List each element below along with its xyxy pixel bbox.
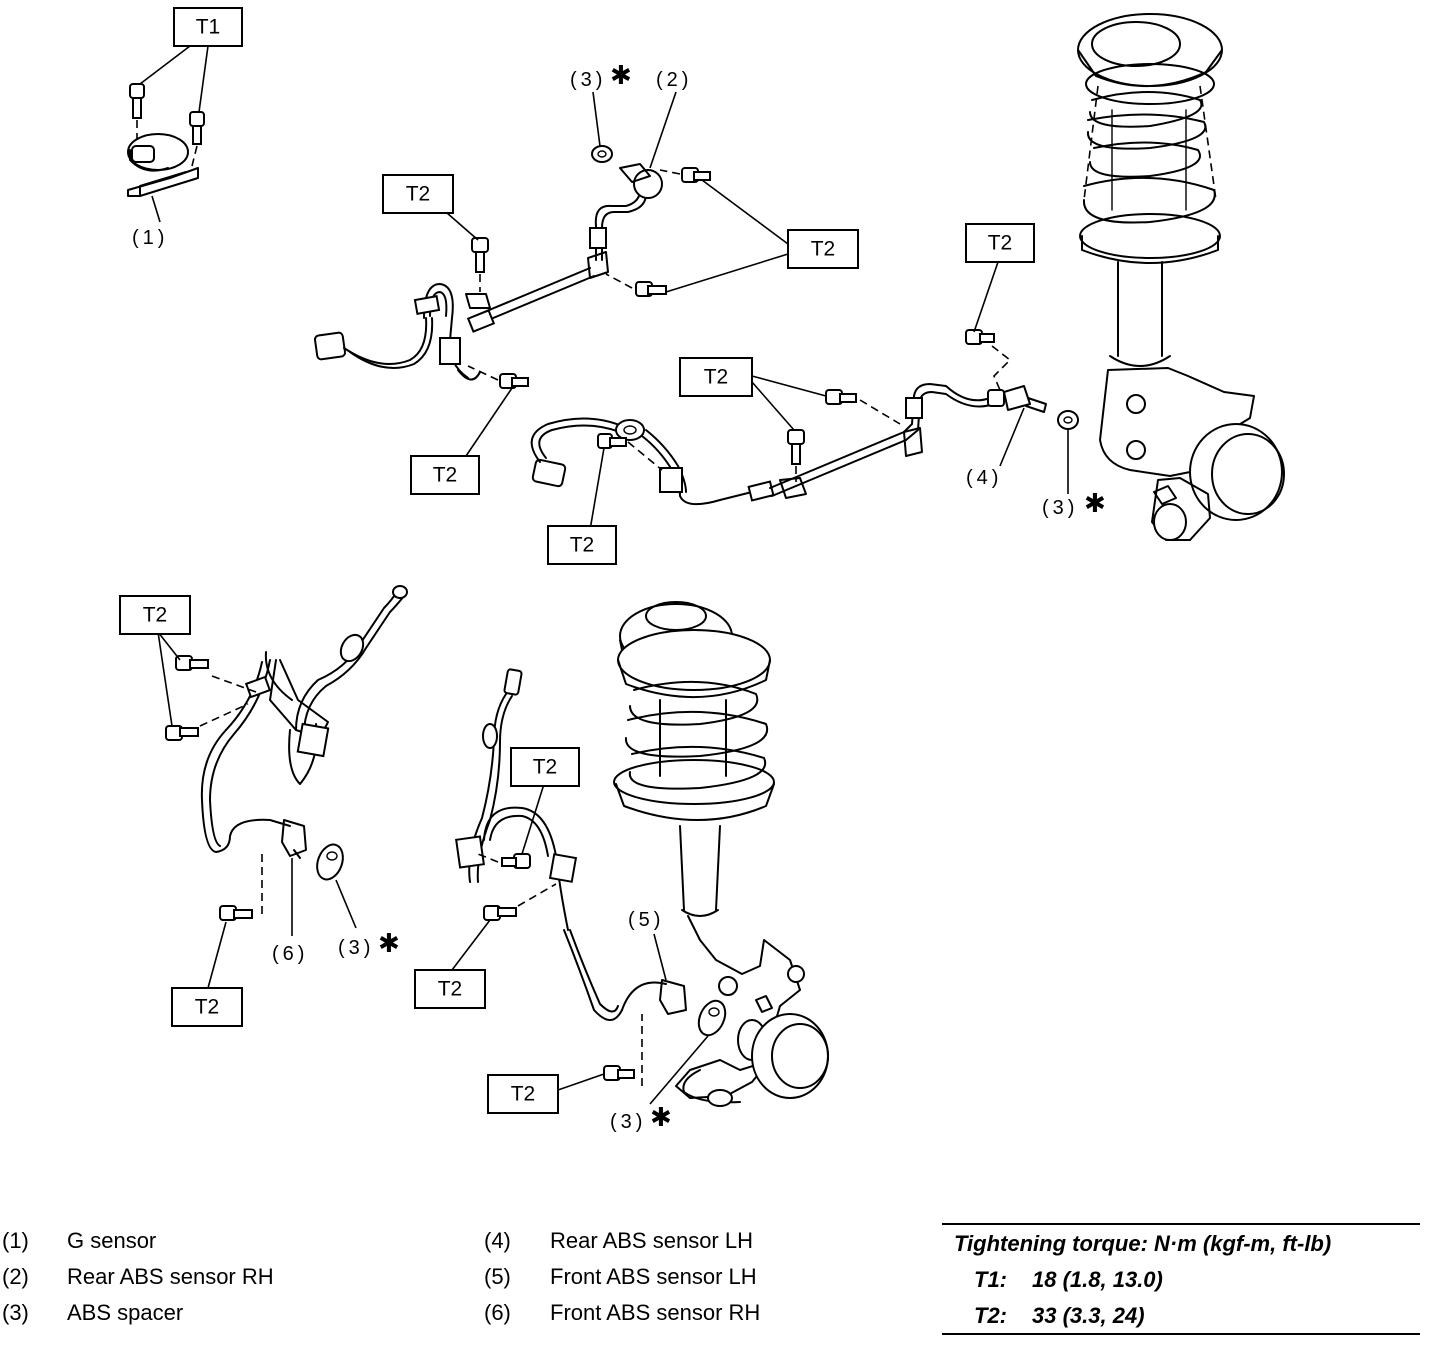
torque-key: T2: <box>974 1303 1007 1328</box>
g-sensor-assembly <box>127 45 209 223</box>
asterisk-mark: ✱ <box>1084 489 1106 519</box>
legend-item-number: (6) <box>484 1300 511 1325</box>
front-abs-sensor-lh-assembly <box>451 668 727 1105</box>
callout-1: (1) <box>132 227 168 249</box>
torque-box-label: T2 <box>533 756 558 779</box>
torque-box-label: T2 <box>195 996 220 1019</box>
torque-box-label: T2 <box>143 604 168 627</box>
torque-value: 33 (3.3, 24) <box>1032 1303 1145 1328</box>
legend-item-number: (4) <box>484 1228 511 1253</box>
torque-box-label: T2 <box>433 464 458 487</box>
legend-item-name: ABS spacer <box>67 1300 184 1325</box>
callout-3: (3) <box>610 1111 646 1133</box>
callout-6: (6) <box>272 943 308 965</box>
legend-item-name: G sensor <box>67 1228 157 1253</box>
front-abs-sensor-rh-assembly <box>157 585 408 989</box>
torque-box-label: T2 <box>438 978 463 1001</box>
front-strut-assembly <box>613 601 829 1107</box>
torque-value: 18 (1.8, 13.0) <box>1032 1267 1163 1292</box>
torque-box-t2: T2 <box>547 525 617 565</box>
torque-box-t2: T2 <box>487 1074 559 1114</box>
rear-strut-assembly <box>1077 13 1285 541</box>
callout-3: (3) <box>1042 497 1078 519</box>
torque-box-t2: T2 <box>679 357 753 397</box>
legend-item-name: Front ABS sensor RH <box>550 1300 761 1325</box>
torque-box-label: T1 <box>196 16 221 39</box>
torque-box-t1: T1 <box>173 7 243 47</box>
torque-box-t2: T2 <box>171 987 243 1027</box>
torque-box-label: T2 <box>704 366 729 389</box>
legend-item-number: (2) <box>2 1264 29 1289</box>
torque-box-label: T2 <box>570 534 595 557</box>
callout-2: (2) <box>656 69 692 91</box>
torque-table-title: Tightening torque: N·m (kgf-m, ft-lb) <box>954 1231 1332 1256</box>
legend-item-name: Front ABS sensor LH <box>550 1264 757 1289</box>
legend-item-number: (5) <box>484 1264 511 1289</box>
asterisk-mark: ✱ <box>378 929 400 959</box>
torque-box-t2: T2 <box>119 595 191 635</box>
callout-3: (3) <box>338 937 374 959</box>
torque-box-t2: T2 <box>965 223 1035 263</box>
callout-4: (4) <box>966 467 1002 489</box>
torque-specification-table: Tightening torque: N·m (kgf-m, ft-lb) T1… <box>942 1223 1420 1335</box>
asterisk-mark: ✱ <box>610 61 632 91</box>
legend-item-number: (3) <box>2 1300 29 1325</box>
torque-box-t2: T2 <box>410 455 480 495</box>
torque-box-label: T2 <box>811 238 836 261</box>
torque-box-t2: T2 <box>414 969 486 1009</box>
torque-box-t2: T2 <box>382 174 454 214</box>
torque-box-label: T2 <box>988 232 1013 255</box>
callout-3: (3) <box>570 69 606 91</box>
torque-box-label: T2 <box>511 1083 536 1106</box>
torque-key: T1: <box>974 1267 1007 1292</box>
legend-item-number: (1) <box>2 1228 29 1253</box>
rear-abs-sensor-lh-assembly <box>530 261 1079 531</box>
asterisk-mark: ✱ <box>650 1103 672 1133</box>
legend-item-name: Rear ABS sensor RH <box>67 1264 274 1289</box>
callout-5: (5) <box>628 909 664 931</box>
rear-abs-sensor-rh-assembly <box>313 91 789 457</box>
legend-item-name: Rear ABS sensor LH <box>550 1228 753 1253</box>
torque-box-label: T2 <box>406 183 431 206</box>
abs-sensor-exploded-diagram: T1 T2 T2 T2 T2 T2 T2 T2 T2 T2 T2 T2 <box>119 7 1285 1133</box>
torque-box-t2: T2 <box>510 747 580 787</box>
torque-box-t2: T2 <box>787 229 859 269</box>
